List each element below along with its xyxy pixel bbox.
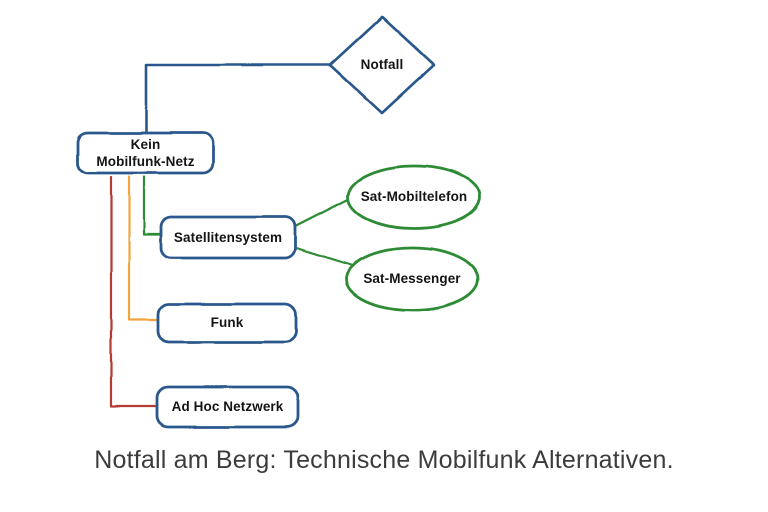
diagram-caption: Notfall am Berg: Technische Mobilfunk Al… xyxy=(94,446,674,474)
edge-kein-mobilfunk-to-funk xyxy=(127,175,159,322)
edge-notfall-to-kein-mobilfunk xyxy=(144,63,332,134)
node-sat-messenger-ellipse xyxy=(344,246,480,312)
edge-kein-mobilfunk-to-satellitensystem xyxy=(142,175,162,236)
node-notfall-diamond xyxy=(328,15,436,115)
node-sat-mobiltelefon-ellipse xyxy=(346,164,482,230)
node-kein-mobilfunk-netz-box xyxy=(76,131,215,175)
node-funk-box xyxy=(156,302,298,344)
node-satellitensystem-box xyxy=(159,215,297,260)
edge-satellitensystem-to-sat-mobiltelefon xyxy=(294,197,351,228)
edge-kein-mobilfunk-to-ad-hoc xyxy=(109,175,158,408)
node-ad-hoc-netzwerk-box xyxy=(155,385,300,429)
edge-satellitensystem-to-sat-messenger xyxy=(294,246,353,267)
